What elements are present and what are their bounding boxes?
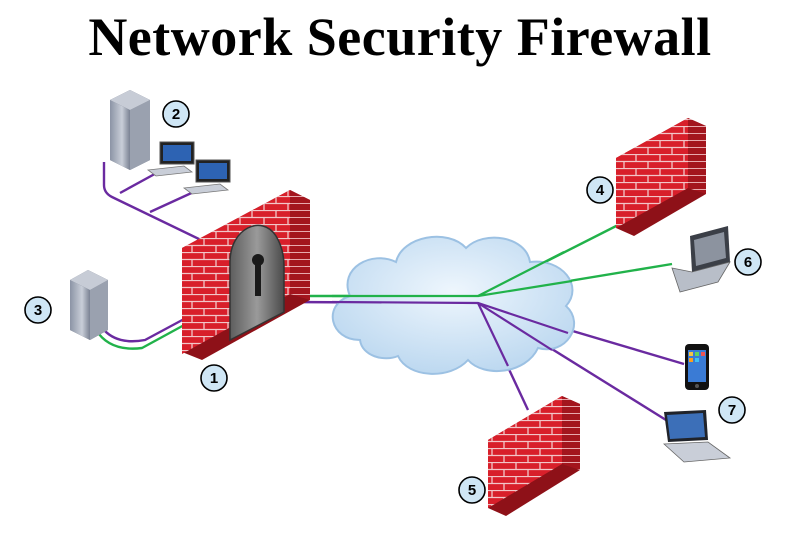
badge-2: 2 [162,100,190,128]
badge-1: 1 [200,364,228,392]
diagram-title: Network Security Firewall [88,7,712,67]
badge-7: 7 [718,396,746,424]
badge-6-label: 6 [744,254,752,271]
firewall-4 [616,118,706,236]
internet-cloud [331,235,576,375]
badge-4-label: 4 [596,182,605,199]
badge-3: 3 [24,296,52,324]
laptop-7 [663,410,732,463]
link-workstations-firewall [102,162,233,257]
badge-5-label: 5 [468,482,476,499]
workstation-2 [182,159,231,195]
laptop-6 [671,226,731,293]
badge-1-label: 1 [210,370,218,387]
badge-3-label: 3 [34,302,42,319]
workstation-1 [146,141,195,177]
server-tower-3 [70,270,108,340]
link-pc2-bus [149,188,199,214]
main-firewall [182,190,310,360]
server-tower-2 [110,90,150,170]
link-server-firewall [94,322,187,350]
badge-7-label: 7 [728,402,736,419]
firewall-5 [488,396,580,516]
badge-5: 5 [458,476,486,504]
smartphone [685,344,709,390]
link-server-firewall-2 [103,316,187,343]
badge-6: 6 [734,248,762,276]
badge-2-label: 2 [172,106,180,123]
badge-4: 4 [586,176,614,204]
